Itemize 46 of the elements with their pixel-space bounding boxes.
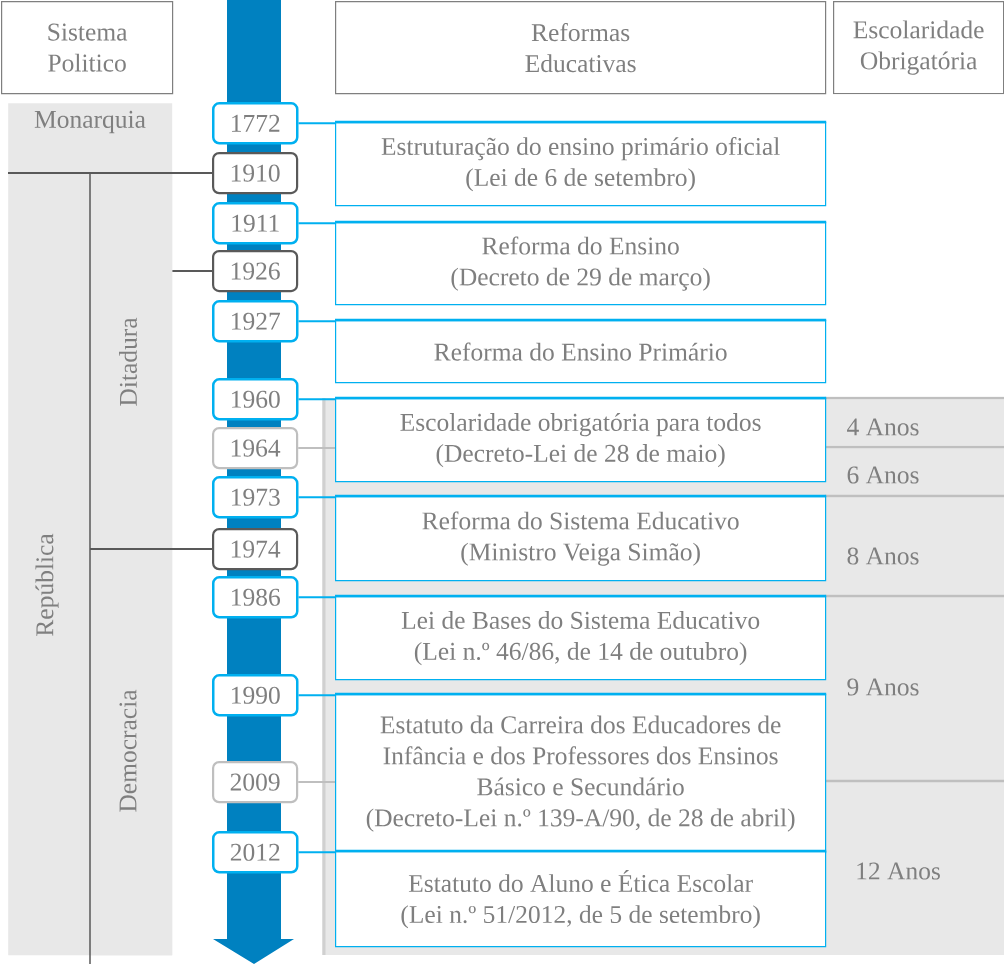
- year-box: 1927: [212, 300, 299, 343]
- reform-box: Escolaridade obrigatória para todos (Decreto-Lei de 28 de maio): [335, 396, 827, 483]
- connector-line: [171, 270, 213, 273]
- year-box: 1964: [212, 427, 299, 470]
- header-box: Reformas Educativas: [335, 1, 827, 95]
- year-box: 1990: [212, 674, 299, 717]
- period-band: Monarquia: [8, 103, 173, 173]
- year-box: 1986: [212, 576, 299, 619]
- reform-box: Estatuto do Aluno e Ética Escolar (Lei n.º 51/2012, de 5 de setembro): [335, 849, 827, 948]
- year-box: 1926: [212, 250, 299, 293]
- duration-label: 9 Anos: [847, 678, 919, 696]
- connector-line: [297, 222, 336, 225]
- connector-line: [297, 447, 336, 450]
- connector-line: [89, 548, 213, 551]
- reform-box: Reforma do Ensino Primário: [335, 318, 827, 384]
- connector-line: [297, 851, 336, 854]
- year-box: 1772: [212, 102, 299, 145]
- year-box: 1911: [212, 202, 299, 245]
- year-box: 2009: [212, 761, 299, 804]
- period-region: Ditadura: [89, 171, 173, 549]
- connector-line: [7, 172, 213, 175]
- year-box: 1910: [212, 152, 299, 195]
- connector-line: [297, 496, 336, 499]
- reform-box: Lei de Bases do Sistema Educativo (Lei n.º 46/86, de 14 de outubro): [335, 594, 827, 681]
- header-box: Escolaridade Obrigatória: [833, 1, 1004, 95]
- duration-label: 4 Anos: [847, 418, 919, 436]
- header-box: Sistema Politico: [1, 1, 174, 95]
- duration-label: 6 Anos: [847, 466, 919, 484]
- year-box: 1974: [212, 528, 299, 571]
- connector-line: [297, 122, 336, 125]
- reform-box: Estatuto da Carreira dos Educadores de Infância e dos Professores dos Ensinos Básico e Secundário (Decreto-Lei n.º 139-A/90, de 28 de abril): [335, 692, 827, 854]
- reform-box: Reforma do Sistema Educativo (Ministro Veiga Simão): [335, 494, 827, 582]
- reform-box: Reforma do Ensino (Decreto de 29 de março): [335, 220, 827, 306]
- connector-line: [297, 694, 336, 697]
- duration-label: 8 Anos: [847, 547, 919, 565]
- year-box: 2012: [212, 831, 299, 874]
- connector-line: [297, 320, 336, 323]
- connector-line: [297, 398, 336, 401]
- year-box: 1973: [212, 476, 299, 519]
- node-label: Monarquia: [34, 110, 146, 134]
- connector-line: [297, 781, 336, 784]
- connector-line: [297, 596, 336, 599]
- period-region: Democracia: [89, 547, 173, 964]
- year-box: 1960: [212, 378, 299, 421]
- reform-box: Estruturação do ensino primário oficial (Lei de 6 de setembro): [335, 120, 827, 207]
- duration-label: 12 Anos: [857, 862, 940, 880]
